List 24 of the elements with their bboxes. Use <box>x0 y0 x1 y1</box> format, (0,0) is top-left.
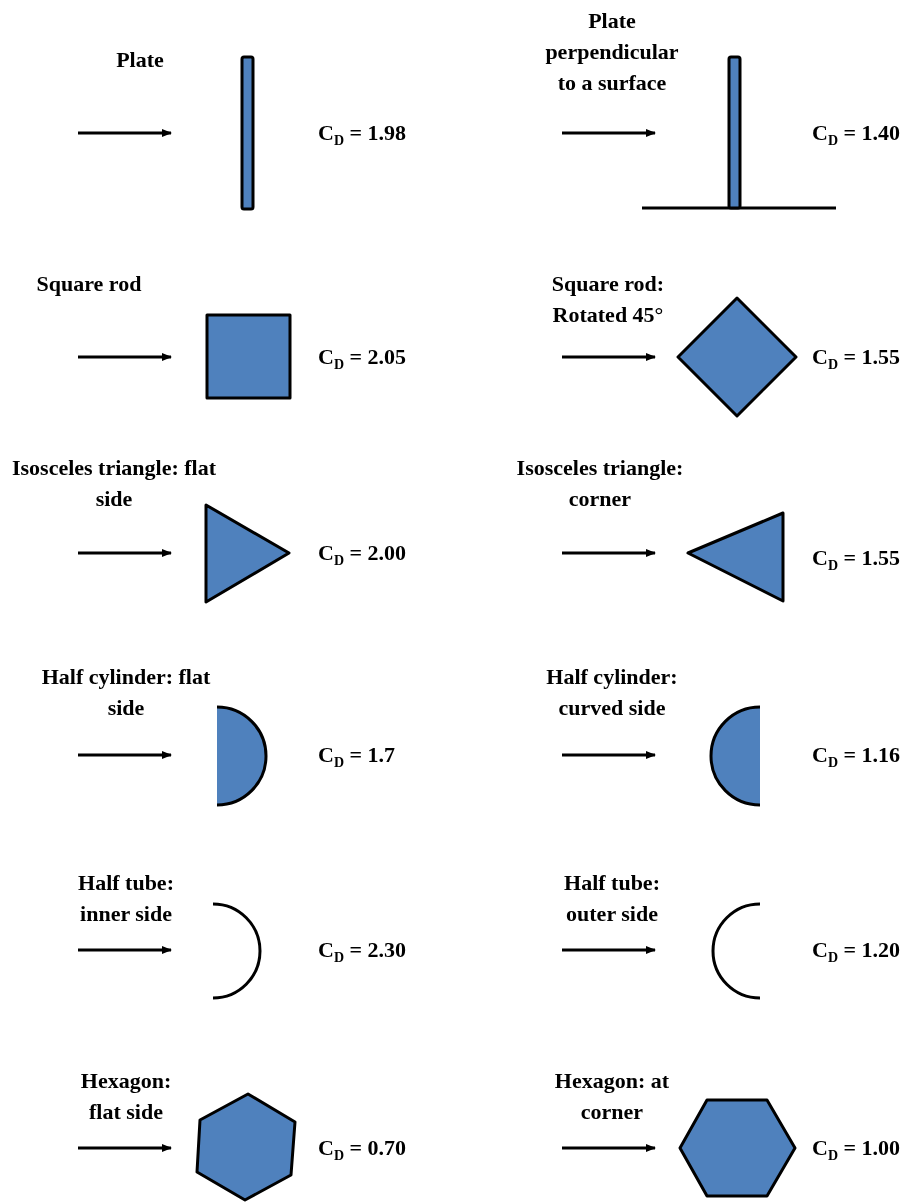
drag-coefficient-label: C$_{D}$ = 1.55 <box>812 343 901 375</box>
shape-title: Isosceles triangle: corner <box>515 454 685 513</box>
drag-coefficient-label: C$_{D}$ = 2.30 <box>318 936 407 968</box>
drag-coefficient-label: C$_{D}$ = 1.98 <box>318 119 407 151</box>
drag-coefficient-label: C$_{D}$ = 2.05 <box>318 343 407 375</box>
shape-title: Square rod: Rotated 45° <box>550 270 666 329</box>
shape-title: Plate <box>115 46 165 74</box>
drag-coefficient-label: C$_{D}$ = 1.40 <box>812 119 901 151</box>
shape-title: Plate perpendicular to a surface <box>544 7 680 97</box>
drag-coefficient-label: C$_{D}$ = 1.7 <box>318 741 396 773</box>
shape-title: Half tube: outer side <box>563 869 661 928</box>
shape-title: Half tube: inner side <box>77 869 175 928</box>
shape-title: Square rod <box>35 270 143 298</box>
shape-title: Isosceles triangle: flat side <box>10 454 218 513</box>
drag-coefficient-label: C$_{D}$ = 1.00 <box>812 1134 901 1166</box>
shape-title: Hexagon: flat side <box>79 1067 173 1126</box>
shape-title: Half cylinder: curved side <box>545 663 679 722</box>
shape-title: Hexagon: at corner <box>553 1067 671 1126</box>
drag-coefficient-label: C$_{D}$ = 1.55 <box>812 544 901 576</box>
drag-coefficient-label: C$_{D}$ = 2.00 <box>318 539 407 571</box>
drag-coefficient-label: C$_{D}$ = 1.20 <box>812 936 901 968</box>
drag-coefficient-label: C$_{D}$ = 1.16 <box>812 741 901 773</box>
shape-title: Half cylinder: flat side <box>40 663 212 722</box>
drag-coefficient-label: C$_{D}$ = 0.70 <box>318 1134 407 1166</box>
